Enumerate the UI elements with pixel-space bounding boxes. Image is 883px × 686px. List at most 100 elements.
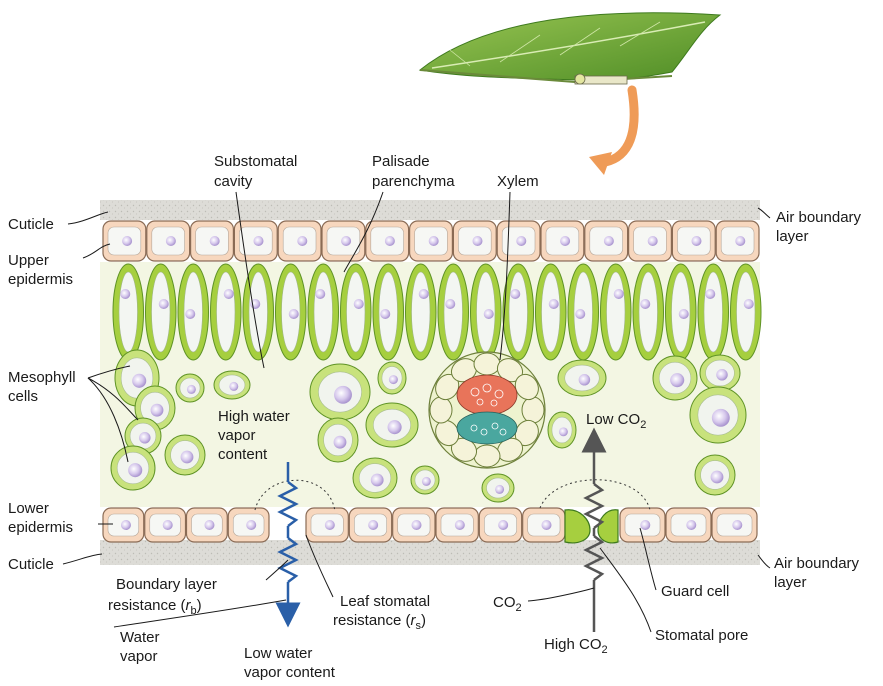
palisade-parenchyma	[112, 263, 762, 361]
nucleus	[139, 432, 151, 444]
label-lower-epidermis-2: epidermis	[8, 519, 73, 536]
nucleus	[297, 236, 308, 246]
label-low-water-2: vapor content	[244, 664, 336, 681]
nucleus	[122, 236, 133, 246]
nucleus	[368, 520, 379, 530]
nucleus	[498, 520, 509, 530]
nucleus	[353, 299, 364, 309]
label-high-co2: High CO2	[544, 636, 608, 656]
nucleus	[472, 236, 483, 246]
vascular-bundle	[428, 351, 546, 469]
label-high-water-2: vapor	[218, 427, 256, 444]
nucleus	[132, 373, 147, 388]
label-substomatal-2: cavity	[214, 173, 253, 190]
label-co2: CO2	[493, 594, 522, 614]
label-air-boundary-bottom-2: layer	[774, 574, 807, 591]
nucleus	[578, 374, 591, 386]
nucleus	[334, 385, 352, 404]
label-air-boundary-bottom-1: Air boundary	[774, 555, 860, 572]
nucleus	[209, 236, 220, 246]
label-high-water-3: content	[218, 446, 268, 463]
label-cuticle-top: Cuticle	[8, 216, 54, 233]
nucleus	[411, 520, 422, 530]
label-stomatal-pore: Stomatal pore	[655, 627, 748, 644]
nucleus	[370, 473, 384, 487]
nucleus	[558, 427, 568, 437]
xylem-vessels	[456, 374, 518, 416]
label-mesophyll-1: Mesophyll	[8, 369, 76, 386]
nucleus	[341, 236, 352, 246]
nucleus	[180, 450, 194, 464]
bundle-sheath-cell	[429, 396, 453, 424]
nucleus	[647, 236, 658, 246]
nucleus	[120, 520, 131, 530]
bundle-sheath-cell	[473, 352, 501, 376]
nucleus	[541, 520, 552, 530]
bundle-sheath-cell	[514, 373, 539, 401]
nucleus	[510, 289, 521, 299]
zoom-arrow-head-icon	[589, 152, 612, 175]
label-leaf-res-2: resistance (rs)	[333, 612, 426, 632]
upper-cuticle-band	[100, 200, 760, 220]
label-air-boundary-top-1: Air boundary	[776, 209, 862, 226]
nucleus	[560, 236, 571, 246]
nucleus	[716, 369, 728, 381]
nucleus	[678, 309, 689, 319]
nucleus	[454, 520, 465, 530]
nucleus	[495, 484, 505, 494]
nucleus	[380, 309, 391, 319]
guard-cells	[564, 509, 619, 544]
label-substomatal-1: Substomatal	[214, 153, 297, 170]
nucleus	[204, 520, 215, 530]
nucleus	[229, 381, 239, 391]
label-upper-epidermis-1: Upper	[8, 252, 49, 269]
nucleus	[516, 236, 527, 246]
nucleus	[603, 236, 614, 246]
bundle-sheath-cell	[521, 396, 545, 424]
nucleus	[710, 470, 724, 484]
label-palisade-2: parenchyma	[372, 173, 455, 190]
nucleus	[640, 520, 651, 530]
lower-cuticle-band	[100, 540, 760, 565]
label-boundary-res-1: Boundary layer	[116, 576, 217, 593]
label-air-boundary-top-2: layer	[776, 228, 809, 245]
nucleus	[246, 520, 257, 530]
label-water-vapor-2: vapor	[120, 648, 158, 665]
lower-epidermis	[102, 507, 758, 543]
label-low-water-1: Low water	[244, 645, 312, 662]
nucleus	[421, 476, 431, 486]
boundary-arc-left	[254, 479, 336, 513]
nucleus	[186, 384, 196, 394]
nucleus	[120, 289, 131, 299]
nucleus	[165, 236, 176, 246]
spongy-mesophyll	[110, 349, 747, 503]
nucleus	[418, 289, 429, 299]
label-guard-cell: Guard cell	[661, 583, 729, 600]
nucleus	[640, 299, 651, 309]
nucleus	[185, 309, 196, 319]
nucleus	[388, 375, 398, 385]
phloem	[456, 411, 518, 445]
nucleus	[333, 435, 347, 449]
nucleus	[128, 463, 143, 478]
nucleus	[705, 289, 716, 299]
nucleus	[158, 299, 169, 309]
nucleus	[483, 309, 494, 319]
nucleus	[686, 520, 697, 530]
nucleus	[315, 289, 326, 299]
nucleus	[253, 236, 264, 246]
nucleus	[735, 236, 746, 246]
label-mesophyll-2: cells	[8, 388, 38, 405]
label-leaf-res-1: Leaf stomatal	[340, 593, 430, 610]
label-boundary-res-2: resistance (rb)	[108, 597, 202, 617]
nucleus	[732, 520, 743, 530]
label-water-vapor-1: Water	[120, 629, 159, 646]
nucleus	[670, 373, 685, 388]
nucleus	[445, 299, 456, 309]
co2-path	[581, 427, 607, 632]
zoom-arrow-icon	[595, 85, 639, 168]
nucleus	[288, 309, 299, 319]
nucleus	[743, 299, 754, 309]
nucleus	[691, 236, 702, 246]
